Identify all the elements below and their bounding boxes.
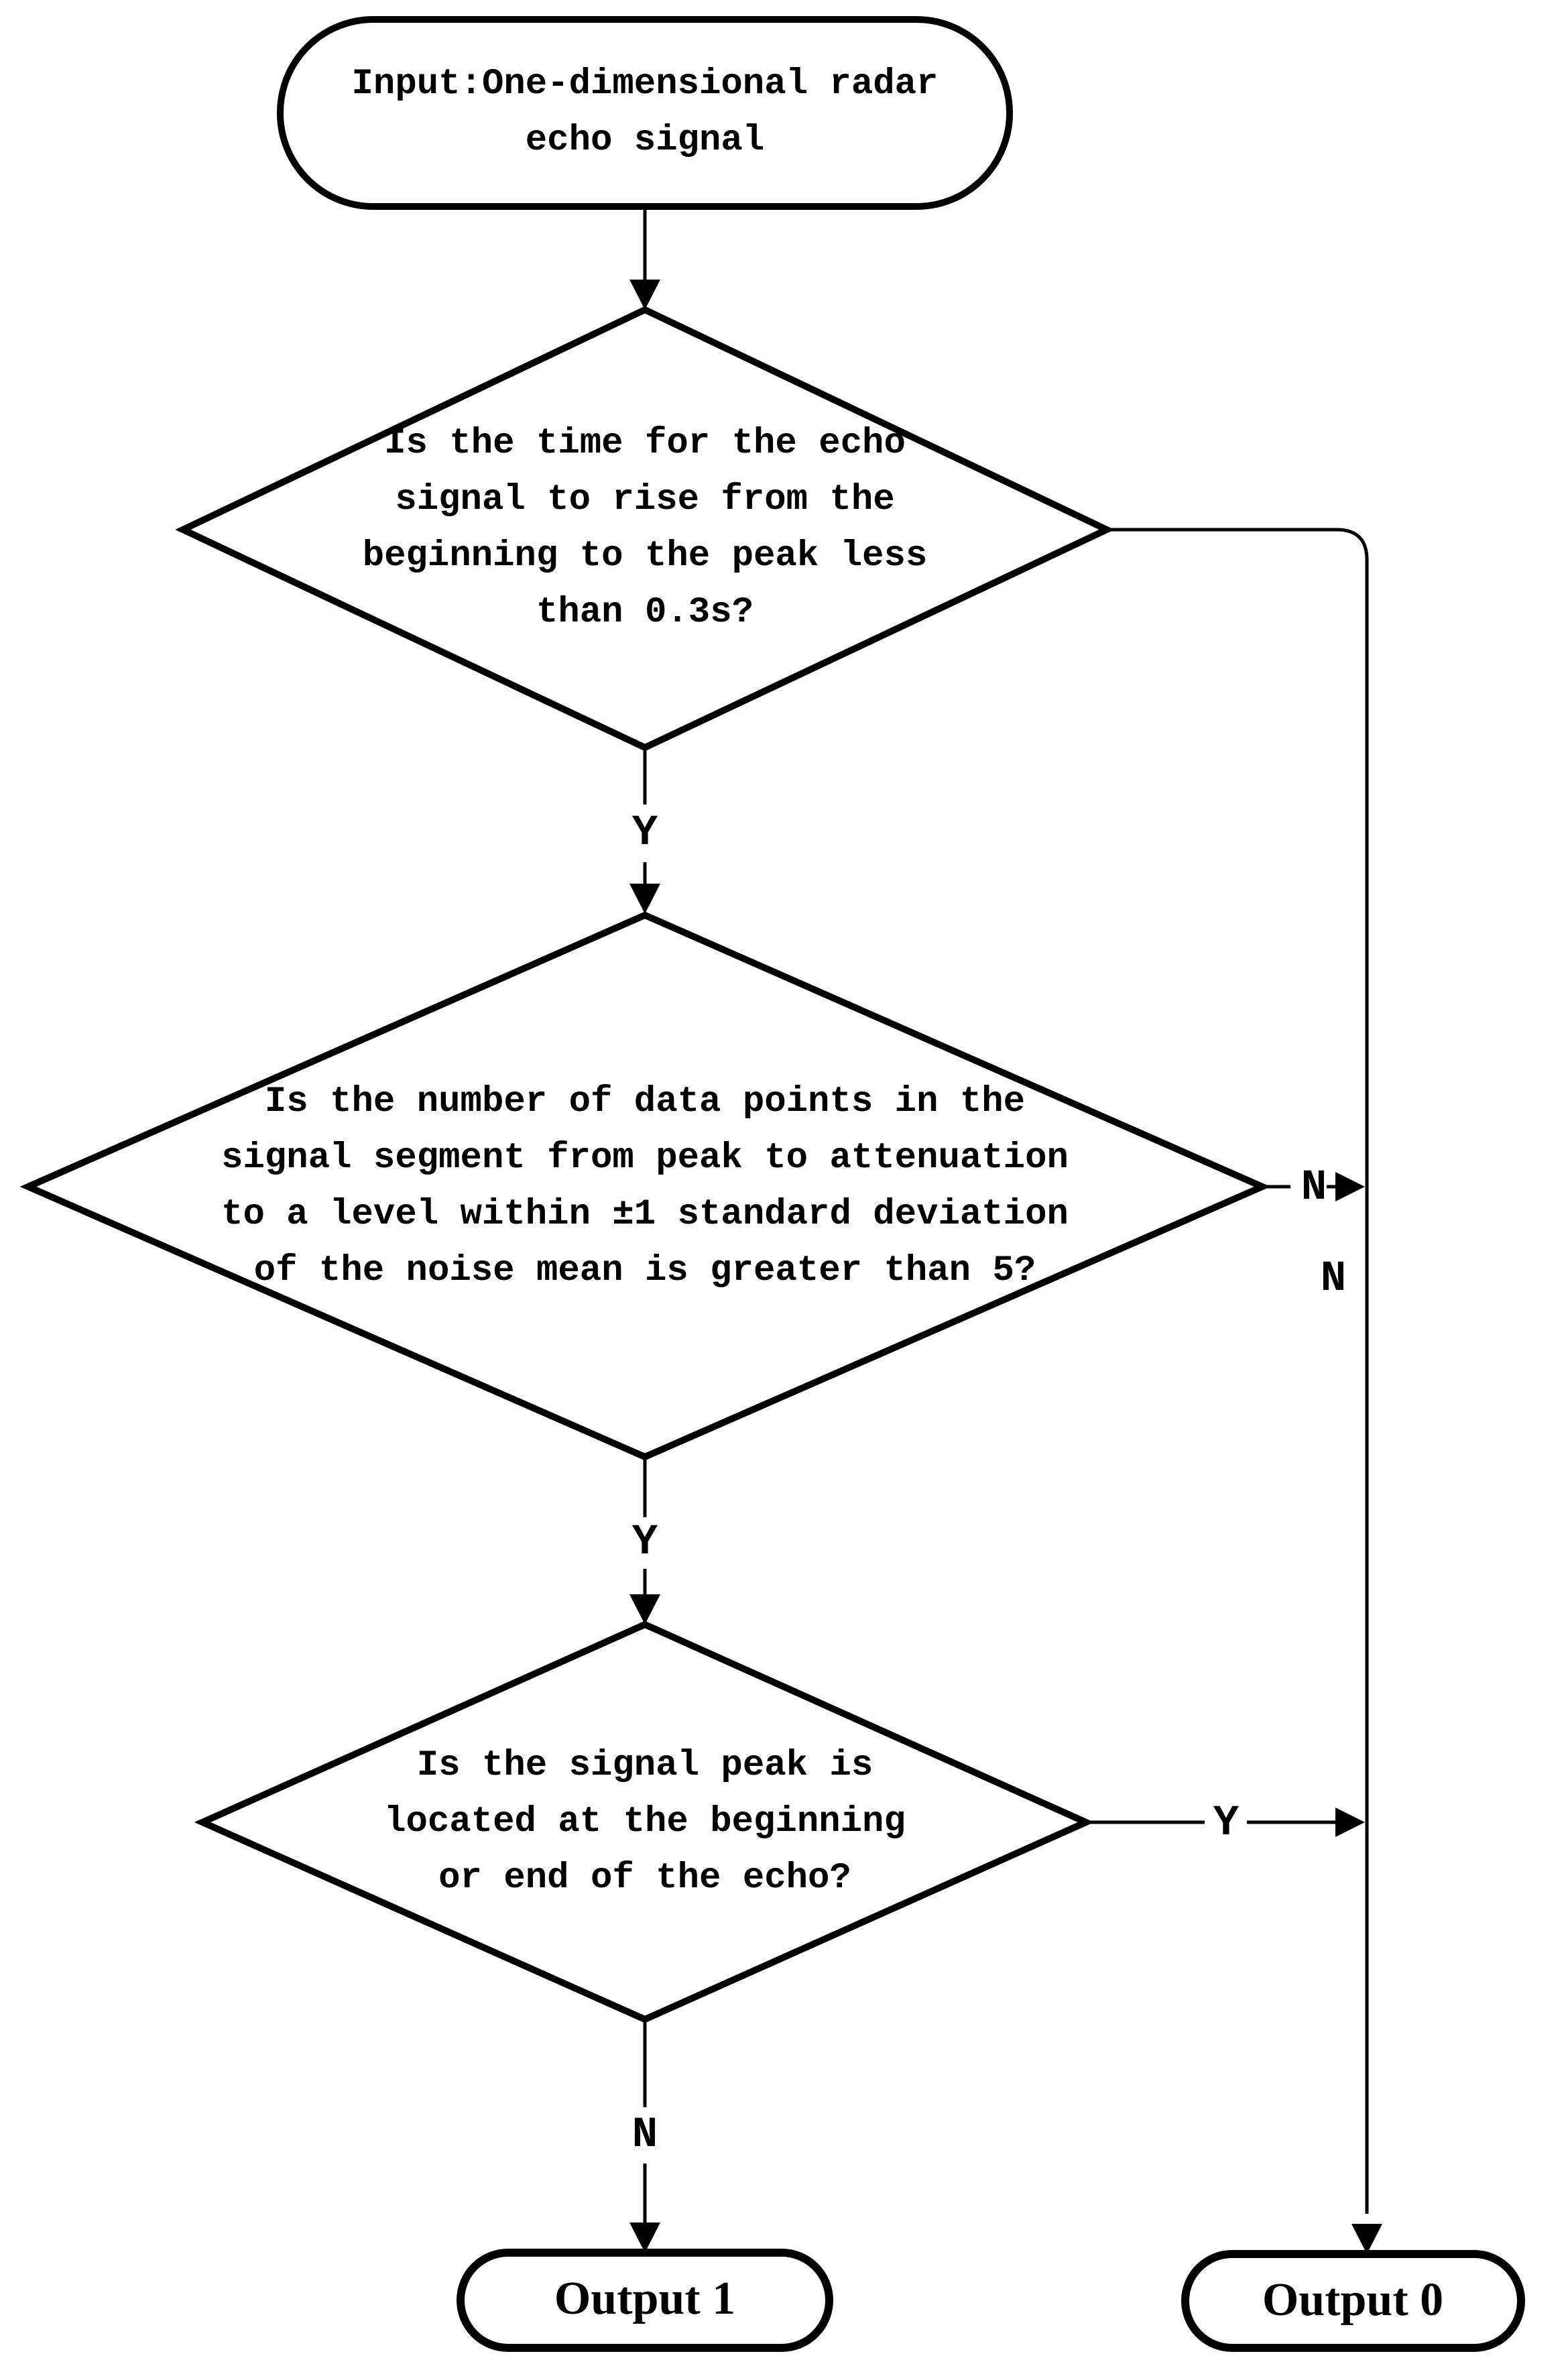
edge-bypass-to-output0-arrowhead [1351,2224,1382,2254]
edge-input-to-decision1-arrowhead [629,280,660,310]
decision2-label: Is the number of data points in the sign… [221,1081,1069,1291]
edge-label-decision2-no: N [1301,1164,1327,1212]
edge-decision3-yes-arrowhead [1335,1808,1365,1837]
output1-terminator-shape [457,2249,833,2352]
edge-decision3-no-arrowhead [629,2223,660,2253]
output0-terminator-shape [1181,2250,1525,2352]
edge-label-decision1-yes: Y [631,809,658,857]
edge-decision2-yes-arrowhead [629,1594,660,1624]
decision3-label: Is the signal peak is located at the beg… [384,1745,906,1899]
edge-label-decision3-yes: Y [1213,1799,1240,1848]
edge-label-decision3-no: N [631,2111,658,2159]
edge-label-decision1-no: N [1320,1255,1347,1303]
output0-terminator-label: Output 0 [1262,2274,1444,2326]
decision1-label: Is the time for the echo signal to rise … [362,423,928,633]
output1-terminator-label: Output 1 [554,2273,736,2324]
input-terminator-label: Input:One-dimensional radar echo signal [351,64,939,161]
edge-decision2-no-arrowhead [1335,1172,1365,1201]
edge-label-decision2-yes: Y [631,1519,658,1567]
edge-decision1-yes-arrowhead [629,884,660,914]
edge-decision1-no-bypass-line [1107,528,1369,2214]
